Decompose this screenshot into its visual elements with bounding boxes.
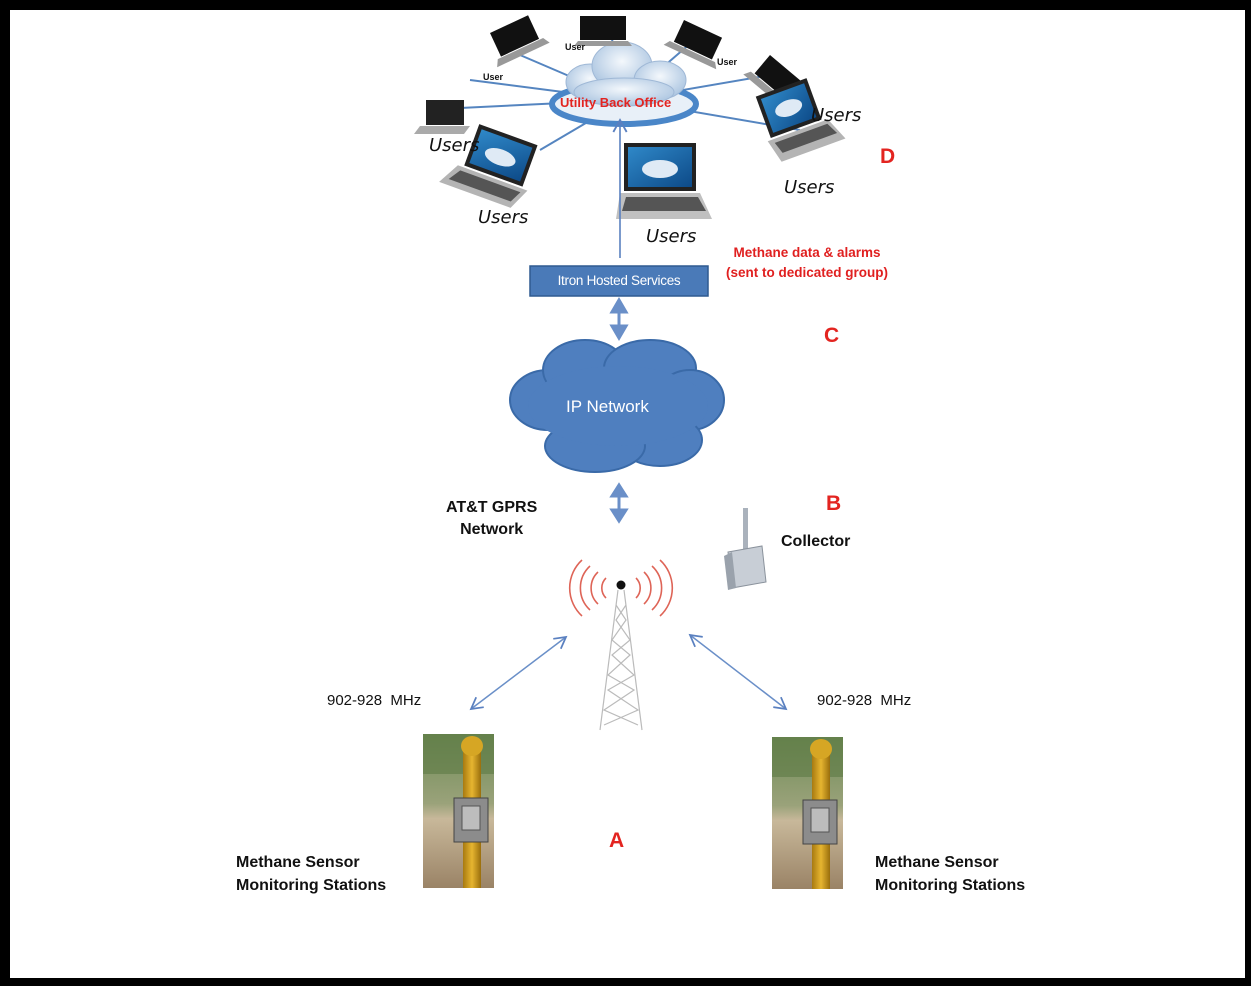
users-label: Users <box>811 105 862 126</box>
user-label: User <box>483 72 504 82</box>
station-left-line1: Methane Sensor <box>236 854 360 871</box>
laptop-icon <box>414 100 470 134</box>
sensor-station-photo-right <box>772 737 843 889</box>
laptop-icon <box>489 15 550 68</box>
users-label: Users <box>784 177 835 198</box>
user-label: User <box>717 57 738 67</box>
users-label: Users <box>478 207 529 228</box>
laptop-icon <box>755 78 846 162</box>
hosted-services-label: Itron Hosted Services <box>557 273 681 288</box>
laptop-icon <box>616 143 712 219</box>
radio-link-left <box>469 635 568 711</box>
laptop-icon <box>663 20 723 70</box>
station-right-line2: Monitoring Stations <box>875 877 1026 894</box>
gprs-network-label: AT&T GPRS Network <box>446 497 537 541</box>
frequency-label-left: 902-928 MHz <box>327 692 422 709</box>
back-office-label: Utility Back Office <box>560 95 672 110</box>
ip-network-label: IP Network <box>566 397 649 416</box>
station-label-right: Methane Sensor Monitoring Stations <box>875 851 1025 897</box>
back-office-hub <box>549 41 699 127</box>
cell-tower-icon <box>568 559 674 731</box>
gprs-line1: AT&T GPRS <box>446 499 538 516</box>
users-label: Users <box>429 135 480 156</box>
laptop-icon <box>574 16 632 46</box>
methane-data-note: Methane data & alarms (sent to dedicated… <box>726 243 888 283</box>
laptop-icons <box>414 15 846 219</box>
ip-network-cloud <box>509 339 725 473</box>
station-left-line2: Monitoring Stations <box>236 877 387 894</box>
methane-data-note-line1: Methane data & alarms <box>733 245 881 260</box>
section-letter-c: C <box>824 324 840 347</box>
double-arrow-icon <box>609 297 629 341</box>
section-letter-d: D <box>880 145 896 168</box>
station-label-left: Methane Sensor Monitoring Stations <box>236 851 386 897</box>
section-letter-a: A <box>609 829 625 852</box>
double-arrow-icon <box>609 482 629 524</box>
hosted-services-box <box>529 265 709 297</box>
collector-label: Collector <box>781 533 851 550</box>
collector-icon <box>724 508 767 590</box>
station-right-line1: Methane Sensor <box>875 854 999 871</box>
radio-link-right <box>688 633 788 711</box>
user-label: User <box>565 42 586 52</box>
sensor-station-photo-left <box>423 734 494 888</box>
laptop-icon <box>439 124 538 208</box>
gprs-line2: Network <box>460 521 524 538</box>
users-label: Users <box>646 226 697 247</box>
methane-data-note-line2: (sent to dedicated group) <box>726 265 888 280</box>
section-letter-b: B <box>826 492 842 515</box>
frequency-label-right: 902-928 MHz <box>817 692 912 709</box>
